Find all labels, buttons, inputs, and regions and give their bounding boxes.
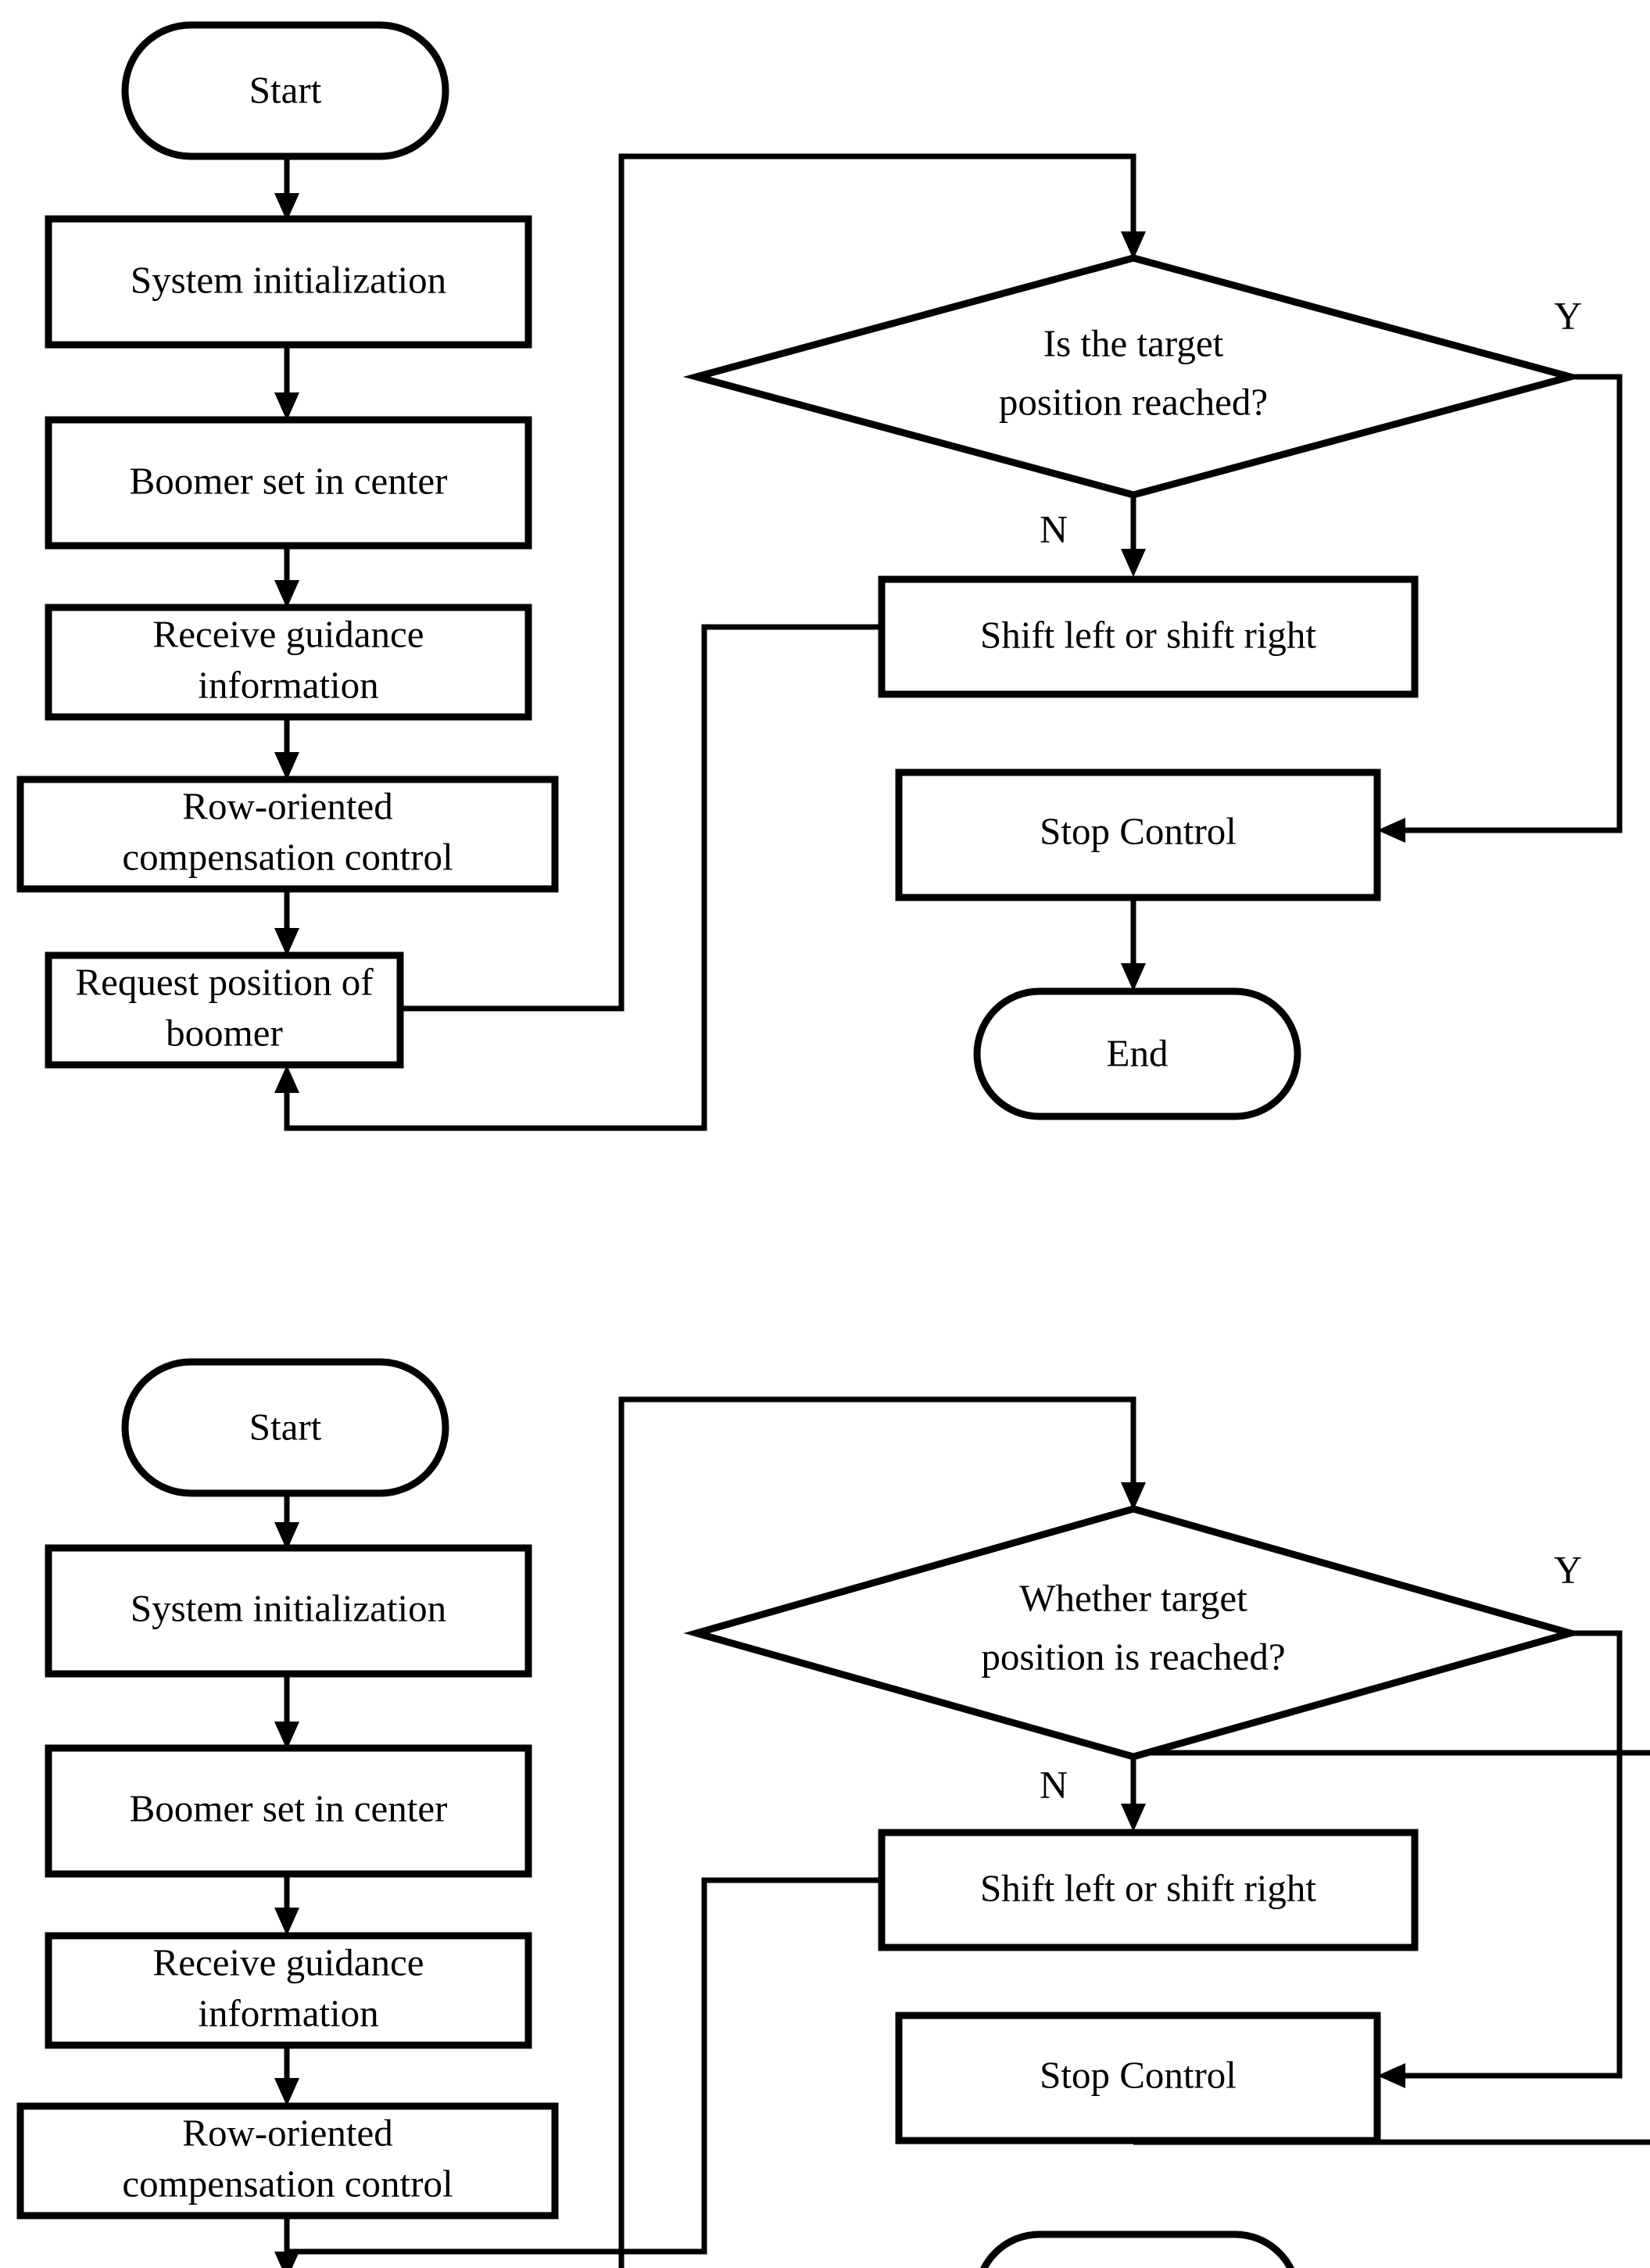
node-end[interactable]: End — [973, 987, 1301, 1120]
edge2-label-yes: Y — [1554, 1547, 1582, 1591]
node-receive-guidance-information[interactable]: Receive guidance information — [45, 604, 532, 721]
node2-start[interactable]: Start — [121, 1358, 449, 1497]
edge2-shift-to-inquire-position — [287, 1877, 882, 2255]
node-decision-target-position[interactable]: Is the target position reached? — [682, 254, 1584, 499]
node-boomer-set-in-center[interactable]: Boomer set in center — [45, 416, 532, 550]
edge-boomer-center-to-receive-guidance — [274, 546, 299, 608]
edge2-decision-yes-to-stop-control — [1377, 1630, 1623, 2088]
node2-shift-label: Shift left or shift right — [980, 1866, 1316, 1909]
node-request-position-of-boomer[interactable]: Request position of boomer — [45, 951, 404, 1069]
node2-row-oriented-line1: Row-oriented — [182, 2111, 392, 2154]
edge2-decision-no-arrow — [1121, 1751, 1146, 1832]
node-request-position-line1: Request position of — [75, 960, 374, 1003]
node-boomer-set-in-center-label: Boomer set in center — [130, 459, 448, 502]
edge-receive-guidance-to-row-oriented — [274, 717, 299, 780]
edge-decision-no-to-shift — [1121, 494, 1146, 577]
edge-system-init-to-boomer-center — [274, 345, 299, 421]
node-shift-left-or-shift-right[interactable]: Shift left or shift right — [878, 575, 1419, 698]
node-start[interactable]: Start — [121, 21, 449, 160]
edge2-label-no: N — [1040, 1762, 1068, 1806]
edge2-row-oriented-to-inquire-position — [274, 2215, 299, 2268]
node-row-oriented-compensation-control[interactable]: Row-oriented compensation control — [16, 776, 559, 893]
edge-stop-control-to-end — [1121, 898, 1146, 991]
node2-start-label: Start — [249, 1405, 322, 1448]
edge2-start-to-system-init — [274, 1492, 299, 1550]
edge-request-position-to-decision — [400, 153, 1146, 1012]
node-decision-line1: Is the target — [1043, 321, 1224, 364]
node-stop-control[interactable]: Stop Control — [895, 769, 1381, 901]
node2-decision-line1: Whether target — [1019, 1576, 1247, 1619]
node-row-oriented-line1: Row-oriented — [182, 784, 392, 827]
node-decision-line2: position reached? — [999, 380, 1268, 423]
edge-label-no: N — [1040, 507, 1068, 550]
bottom-flowchart: Start System initialization Boomer set i… — [16, 1358, 1650, 2268]
node2-boomer-set-in-center[interactable]: Boomer set in center — [45, 1744, 532, 1878]
edge-start-to-system-init — [274, 156, 299, 221]
node-row-oriented-line2: compensation control — [122, 835, 453, 878]
node-system-initialization-label: System initialization — [131, 258, 446, 301]
edge2-inquire-position-to-decision — [618, 1396, 1146, 2268]
node2-system-initialization-label: System initialization — [131, 1586, 446, 1629]
node2-decision-target-position[interactable]: Whether target position is reached? — [683, 1505, 1584, 1761]
edge2-system-init-to-boomer-center — [274, 1673, 299, 1750]
node-receive-guidance-line1: Receive guidance — [153, 612, 424, 655]
node2-decision-line2: position is reached? — [981, 1635, 1285, 1678]
node-end-label: End — [1107, 1031, 1169, 1074]
edge-label-yes: Y — [1554, 293, 1582, 337]
node2-system-initialization[interactable]: System initialization — [45, 1544, 532, 1678]
node-start-label: Start — [249, 68, 322, 111]
edge2-boomer-center-to-receive-guidance — [274, 1875, 299, 1936]
edge-row-oriented-to-request-position — [274, 889, 299, 956]
node-request-position-line2: boomer — [166, 1011, 283, 1054]
node2-row-oriented-compensation-control[interactable]: Row-oriented compensation control — [16, 2102, 559, 2220]
node2-stop-control[interactable]: Stop Control — [895, 2012, 1381, 2144]
node2-boomer-set-in-center-label: Boomer set in center — [130, 1786, 448, 1829]
node2-receive-guidance-line2: information — [198, 1991, 378, 2034]
top-flowchart: Start System initialization Boomer set i… — [16, 21, 1623, 1131]
node2-shift-left-or-shift-right[interactable]: Shift left or shift right — [878, 1829, 1419, 1951]
node-shift-label: Shift left or shift right — [980, 613, 1316, 656]
node2-end[interactable]: End — [977, 2230, 1297, 2268]
node-system-initialization[interactable]: System initialization — [45, 215, 532, 349]
node2-row-oriented-line2: compensation control — [122, 2162, 453, 2205]
edge-decision-yes-to-stop-control — [1377, 374, 1623, 843]
edge-shift-to-request-position — [274, 624, 882, 1131]
node-receive-guidance-line2: information — [198, 663, 378, 706]
node-stop-control-label: Stop Control — [1040, 809, 1237, 852]
edge2-receive-guidance-to-row-oriented — [274, 2045, 299, 2106]
node2-receive-guidance-information[interactable]: Receive guidance information — [45, 1932, 532, 2049]
node2-receive-guidance-line1: Receive guidance — [153, 1940, 424, 1983]
node2-stop-control-label: Stop Control — [1040, 2053, 1237, 2096]
